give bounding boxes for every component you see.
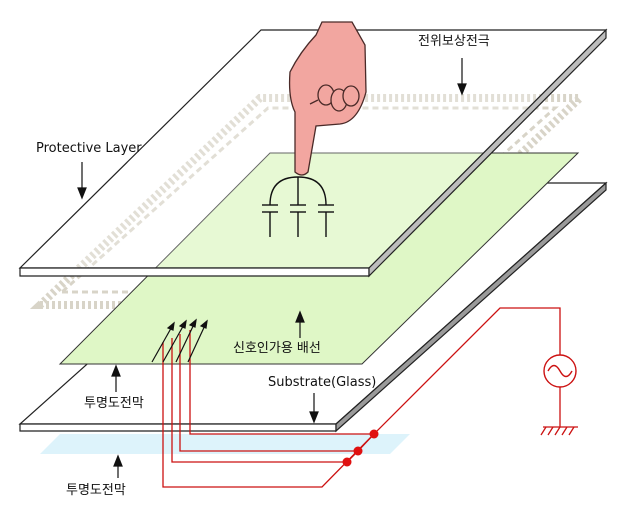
pointing-finger-icon [288,21,367,176]
connection-node [342,457,352,467]
label-transparent-film-bottom: 투명도전막 [66,483,126,498]
protective-layer [18,28,608,278]
label-signal-wiring: 신호인가용 배선 [233,341,321,356]
label-transparent-film-top: 투명도전막 [84,396,144,411]
connection-nodes [342,429,379,467]
signal-layer [58,152,580,365]
label-protective-layer: Protective Layer [36,141,142,156]
connection-node [353,446,363,456]
ground-icon [540,426,578,436]
bottom-transparent-film [40,434,410,454]
capacitor-icon [262,176,334,237]
label-compensation-electrode: 전위보상전극 [418,34,490,49]
label-substrate: Substrate(Glass) [268,375,376,390]
connection-node [369,429,379,439]
wiring-arrows [151,318,208,363]
label-arrows [77,58,467,478]
ac-source-icon [543,354,577,388]
